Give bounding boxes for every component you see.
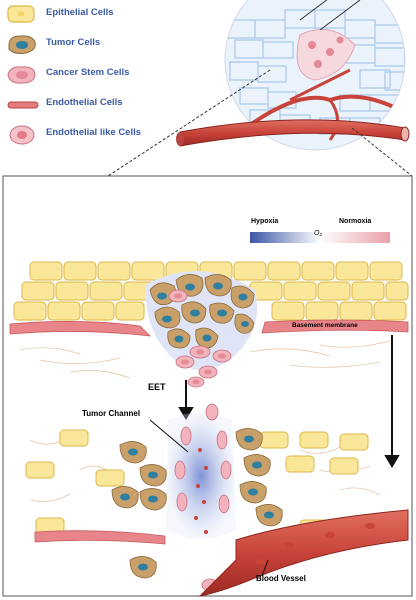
tumor-cell-icon: [8, 35, 36, 54]
epithelial-cell-icon: [7, 5, 35, 23]
transition-arrows: [178, 335, 400, 468]
legend-label: Endothelial like Cells: [46, 127, 142, 138]
stroma-fibers: [19, 340, 391, 502]
legend-item-stem: Cancer Stem Cells: [0, 62, 200, 88]
normoxia-label: Normoxia: [339, 218, 372, 225]
blood-vessel-label: Blood Vessel: [256, 574, 306, 583]
basement-membrane-left: [9, 321, 152, 337]
legend-item-epithelial: Epithelial Cells: [0, 2, 200, 28]
legend-label: Epithelial Cells: [46, 7, 114, 18]
hypoxia-label: Hypoxia: [251, 218, 279, 225]
oxygen-symbol: O₂: [314, 230, 323, 237]
cancer-stem-cell-icon: [7, 66, 36, 84]
legend-item-tumor: Tumor Cells: [0, 32, 200, 58]
legend-label: Endothelial Cells: [46, 97, 123, 108]
legend-label: Cancer Stem Cells: [46, 67, 130, 78]
endothelial-cell-icon: [7, 101, 39, 109]
legend-item-endothelial-like: Endothelial like Cells: [0, 122, 200, 148]
blood-vessel-pointer: [261, 559, 269, 577]
endothelial-like-cell-icon: [9, 125, 35, 145]
oxygen-gradient-bar: [250, 232, 390, 243]
legend-item-endothelial: Endothelial Cells: [0, 92, 200, 118]
red-blood-cells: [255, 523, 375, 565]
eet-label: EET: [148, 382, 166, 392]
tissue-overview: [107, 0, 413, 177]
blood-vessel: [198, 509, 409, 597]
legend-label: Tumor Cells: [46, 37, 101, 48]
tumor-channel-label: Tumor Channel: [82, 409, 141, 418]
tumor-channel-pointer: [149, 419, 189, 453]
invading-tumor-cells: [145, 271, 258, 388]
basement-membrane-lower: [34, 530, 166, 545]
basement-membrane-label: Basement membrane: [292, 322, 358, 329]
basement-membrane-right: [261, 319, 409, 334]
legend: Epithelial Cells Tumor Cells Cancer Stem…: [0, 0, 200, 150]
